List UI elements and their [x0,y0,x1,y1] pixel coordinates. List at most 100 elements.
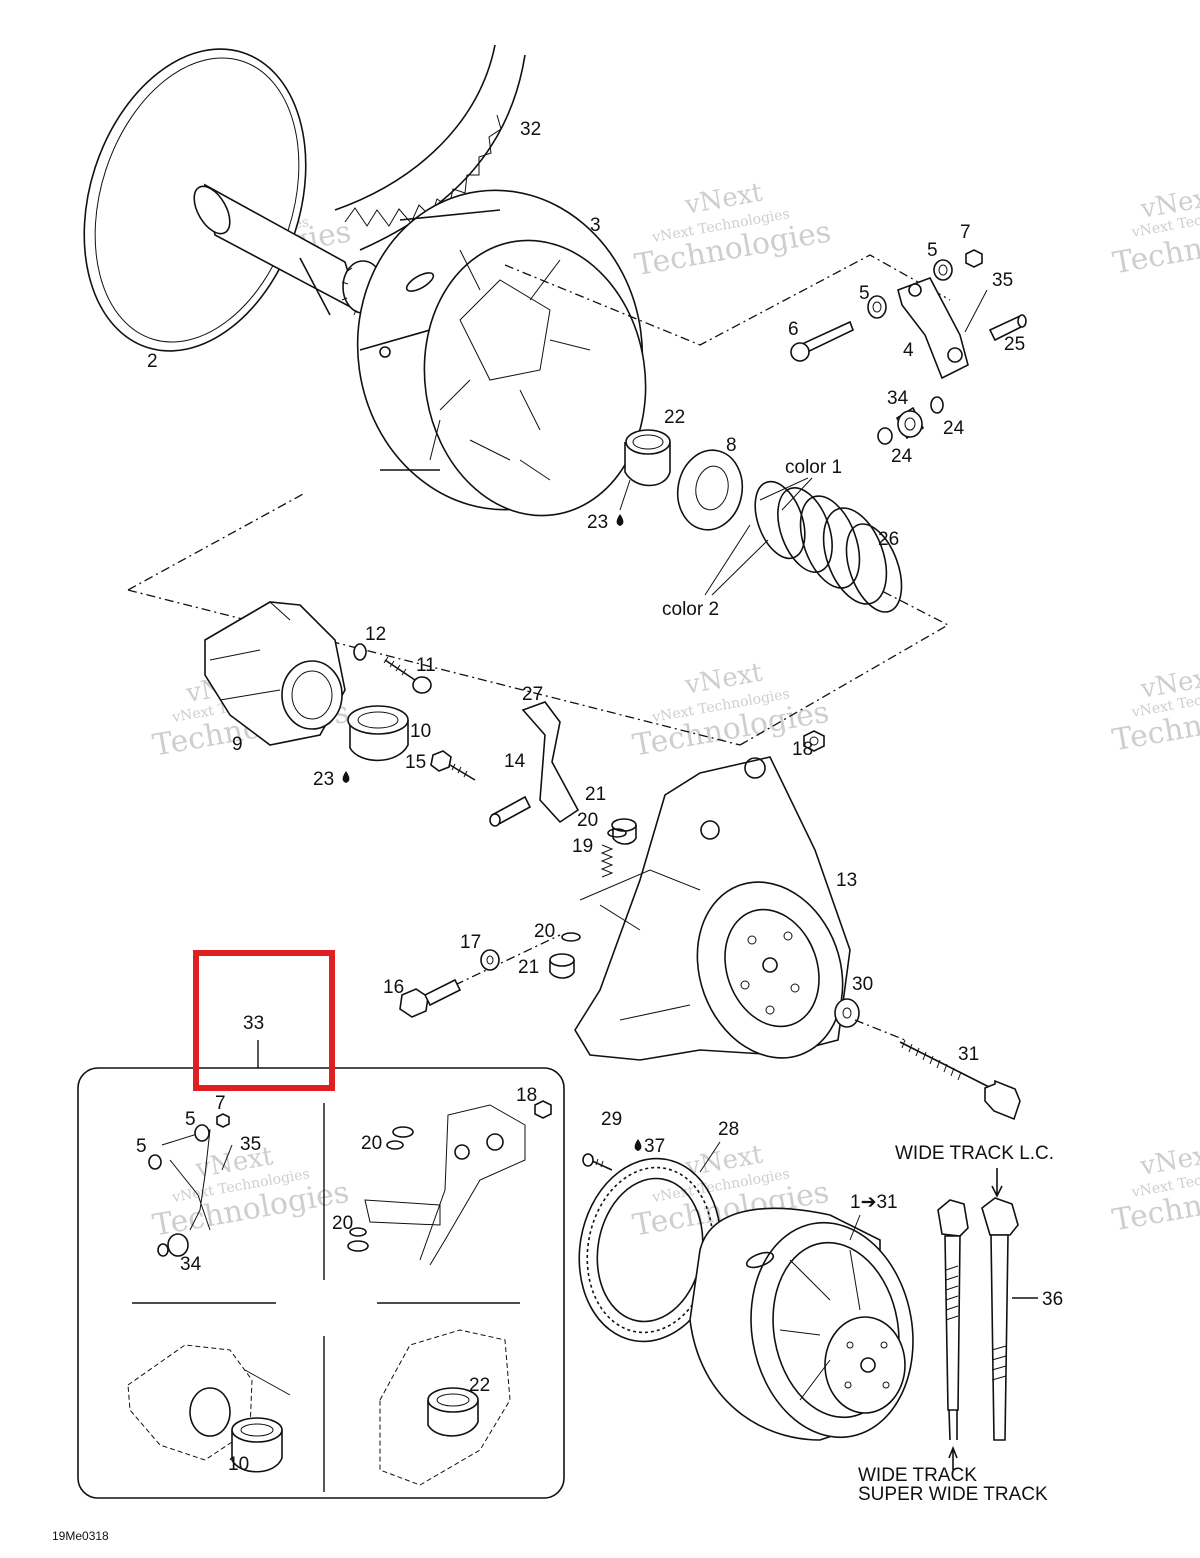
part-5-washer-b [933,259,953,281]
part-25-pin [988,314,1027,342]
kit-callout-20-lower: 20 [332,1213,353,1234]
assembly-line-middle [127,492,950,746]
callout-17: 17 [460,932,481,953]
callout-8: 8 [726,435,737,456]
callout-31: 31 [958,1044,979,1065]
assembly-line-bolt-31 [854,1019,906,1041]
callout-16: 16 [383,977,404,998]
part-16-bolt [399,978,462,1018]
callout-19: 19 [572,836,593,857]
part-1-clutch-assembly [689,1207,914,1441]
part-36-bolt-wide-track-lc [981,1197,1019,1441]
callout-18: 18 [792,739,813,760]
callout-33: 33 [243,1013,264,1034]
callout-13: 13 [836,870,857,891]
arrow-wide-track-lc [991,1168,1003,1198]
callout-4: 4 [903,340,914,361]
kit-callout-20-upper: 20 [361,1133,382,1154]
part-15-bolt [430,750,476,781]
part-7-nut [965,249,983,268]
callout-29: 29 [601,1109,622,1130]
grease-drop-icon [342,771,350,783]
kit-callout-18: 18 [516,1085,537,1106]
callout-27: 27 [522,684,543,705]
part-21-roller-upper [611,818,637,845]
callout-14: 14 [504,751,526,772]
note-wide-track-lc: WIDE TRACK L.C. [895,1143,1054,1164]
part-5-washer-a [867,295,887,319]
grease-drop-icon [634,1139,642,1151]
callout-26: 26 [878,529,899,550]
figure-code: 19Me0318 [52,1529,109,1543]
part-30-washer [834,998,860,1028]
callout-22: 22 [664,407,685,428]
callout-21-lower: 21 [518,957,539,978]
part-9-governor-cup [204,601,346,746]
note-super-wide-track: SUPER WIDE TRACK [858,1484,1048,1505]
callout-24-left: 24 [891,446,913,467]
callout-6: 6 [788,319,799,340]
callout-37: 37 [644,1136,665,1157]
callout-9: 9 [232,734,243,755]
kit-callout-5-left: 5 [136,1136,147,1157]
part-20-washer-upper [607,828,627,838]
part-31-bolt [899,1039,1021,1121]
part-20-washer-lower [561,932,581,942]
callout-30: 30 [852,974,873,995]
part-19-spring [600,844,614,878]
callout-23-upper: 23 [587,512,608,533]
callout-10: 10 [410,721,431,742]
callout-2: 2 [147,351,158,372]
note-color-1: color 1 [785,457,842,478]
callout-5-upper: 5 [927,240,938,261]
part-14-pin [489,795,532,827]
callout-3: 3 [590,215,601,236]
callout-15: 15 [405,752,426,773]
kit-callout-7: 7 [215,1093,226,1114]
callout-20-upper: 20 [577,810,598,831]
callout-35: 35 [992,270,1013,291]
part-35-cotter-pin [964,289,988,333]
kit-sheave-bushing [379,1329,511,1486]
part-36-bolt-wide-track [937,1199,969,1470]
part-6-lever-pin [790,320,855,362]
part-13-spider [574,756,851,1061]
callout-21-upper: 21 [585,784,606,805]
part-21-roller-lower [549,953,575,979]
kit-callout-5-top: 5 [185,1109,196,1130]
part-22-bushing [624,429,671,487]
kit-spider-arm [347,1100,552,1266]
callout-12: 12 [365,624,386,645]
callout-36: 36 [1042,1289,1063,1310]
kit-governor-cup [127,1344,291,1473]
kit-callout-22: 22 [469,1375,490,1396]
part-2-fixed-sheave [83,48,387,352]
pointer-color-1 [759,477,813,511]
part-24-washer-a [930,396,944,414]
part-24-washer-b [877,427,893,445]
part-18-nut [803,730,825,752]
part-4-lever [897,277,969,380]
part-17-washer [480,949,500,971]
callout-23-lower: 23 [313,769,334,790]
part-27-ramp [521,701,580,824]
callout-34: 34 [887,388,909,409]
part-12-washer [353,643,367,661]
part-26-spring [754,480,903,613]
pointer-color-2 [704,524,769,596]
assembly-line-bolt-16 [454,934,561,986]
highlight-box [193,950,335,1091]
kit-33-box [77,1067,565,1499]
callout-32: 32 [520,119,541,140]
part-3-movable-sheave [356,189,647,517]
grease-drop-icon [616,514,624,526]
callout-7: 7 [960,222,971,243]
assembly-line-upper [504,254,951,346]
note-wide-track: WIDE TRACK [858,1465,977,1486]
kit-lever-group [148,1113,233,1257]
callout-1-to-31: 1➔31 [850,1192,898,1213]
callout-20-lower: 20 [534,921,555,942]
part-8-washer [676,449,744,531]
part-10-bushing [347,705,409,762]
